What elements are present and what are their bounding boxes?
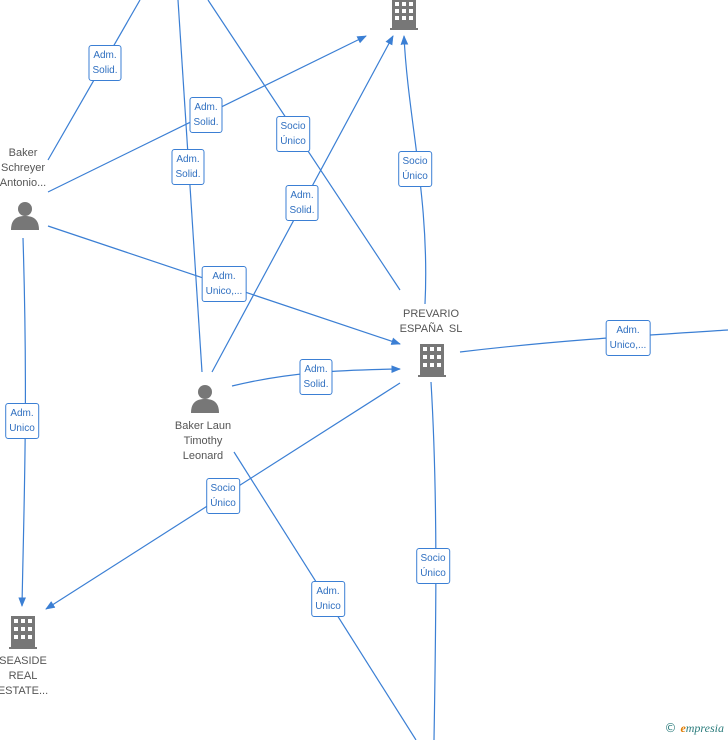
edge-line bbox=[18, 237, 27, 607]
edge-label[interactable]: Adm. Solid. bbox=[299, 359, 333, 395]
person-icon[interactable] bbox=[11, 202, 39, 230]
edge-label[interactable]: Adm. Unico bbox=[311, 581, 345, 617]
edge-line bbox=[177, 0, 203, 373]
edge-label[interactable]: Adm. Solid. bbox=[189, 97, 223, 133]
edge-label[interactable]: Adm. Unico,... bbox=[605, 320, 651, 356]
person-icon[interactable] bbox=[191, 385, 219, 413]
edge-label[interactable]: Socio Único bbox=[276, 116, 310, 152]
edge-line bbox=[459, 329, 728, 353]
edge-label[interactable]: Adm. Solid. bbox=[88, 45, 122, 81]
node-label-seaside[interactable]: SEASIDE REAL ESTATE... bbox=[0, 655, 49, 697]
brand-name: mpresia bbox=[685, 721, 724, 735]
edge-label[interactable]: Socio Único bbox=[206, 478, 240, 514]
node-label-prevario[interactable]: PREVARIO ESPAÑA SL bbox=[399, 308, 463, 335]
edge-label[interactable]: Socio Único bbox=[398, 151, 432, 187]
building-icon[interactable] bbox=[9, 616, 37, 649]
node-label-baker-schreyer[interactable]: Baker Schreyer Antonio... bbox=[0, 147, 47, 189]
node-label-baker-laun[interactable]: Baker Laun Timothy Leonard bbox=[174, 420, 232, 462]
empresia-logo[interactable]: ©empresia bbox=[664, 721, 724, 736]
edge-label[interactable]: Adm. Unico,... bbox=[201, 266, 247, 302]
building-icon[interactable] bbox=[390, 0, 418, 30]
edge-label[interactable]: Adm. Unico bbox=[5, 403, 39, 439]
building-icon[interactable] bbox=[418, 344, 446, 377]
copyright-symbol: © bbox=[664, 721, 677, 735]
edge-label[interactable]: Adm. Solid. bbox=[285, 185, 319, 221]
edge-label[interactable]: Adm. Solid. bbox=[171, 149, 205, 185]
brand-initial: e bbox=[680, 721, 686, 735]
edge-label[interactable]: Socio Único bbox=[416, 548, 450, 584]
